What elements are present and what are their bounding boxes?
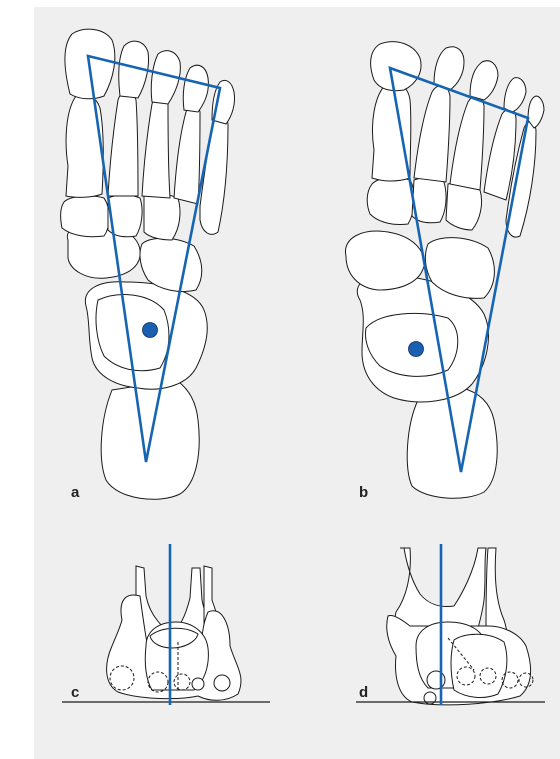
panel-label-c: c — [71, 684, 79, 701]
center-marker-a — [143, 323, 158, 338]
cuneiform-1-a — [61, 196, 110, 237]
panel-label-b: b — [359, 484, 368, 501]
bone-section-c — [192, 678, 204, 690]
toe-5-b — [528, 96, 544, 128]
talus-dome-d — [451, 634, 507, 697]
cuneiform-1-b — [367, 177, 414, 224]
metatarsal-4-a — [174, 105, 200, 205]
toe-3-b — [470, 61, 498, 100]
toe-1-b — [371, 42, 421, 91]
metatarsal-5-a — [200, 115, 228, 234]
metatarsal-2-a — [108, 91, 138, 196]
cuneiform-3-a — [144, 194, 180, 240]
calcaneus-b — [407, 388, 497, 498]
toe-4-a — [183, 65, 208, 112]
panel-label-d: d — [359, 684, 368, 701]
foot-a — [61, 29, 235, 499]
toe-2-b — [434, 47, 464, 90]
panel-label-a: a — [71, 484, 79, 501]
metatarsal-1-a — [66, 95, 103, 198]
metatarsal-3-a — [142, 95, 170, 198]
metatarsal-3-b — [450, 96, 484, 190]
toe-4-b — [504, 78, 526, 112]
navicular-b — [345, 231, 424, 290]
sesamoid-c — [214, 675, 230, 691]
metatarsal-2-b — [414, 86, 450, 182]
metatarsal-1-b — [372, 83, 411, 181]
foot-b — [345, 42, 544, 499]
center-marker-b — [409, 342, 424, 357]
